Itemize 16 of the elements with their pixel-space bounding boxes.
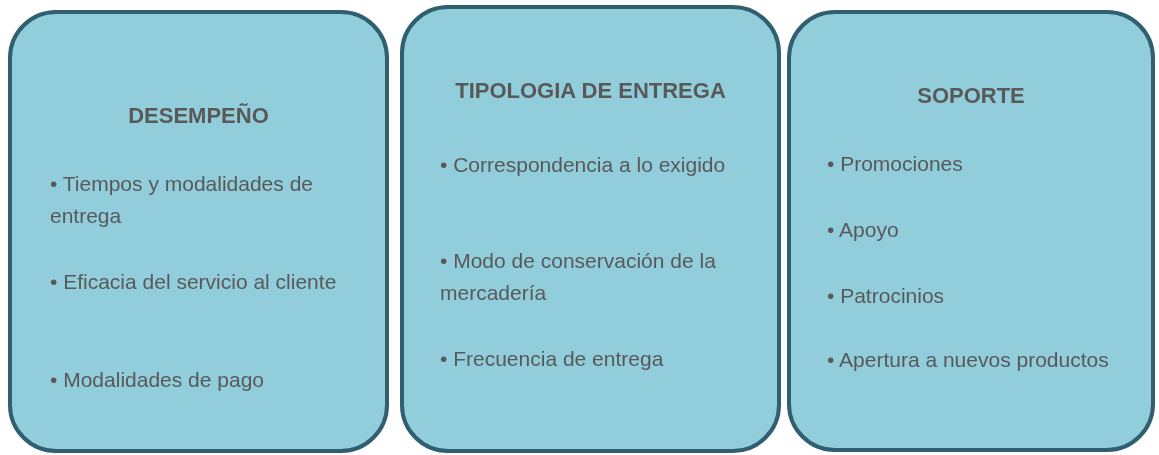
card-heading: TIPOLOGIA DE ENTREGA [454, 77, 727, 105]
bullet-item: • Patrocinios [827, 283, 946, 309]
category-card [8, 10, 389, 453]
bullet-item: • Tiempos y modalidades de entrega [50, 171, 314, 229]
bullet-item: • Apertura a nuevos productos [827, 347, 1110, 373]
bullet-item: • Promociones [827, 151, 964, 177]
category-card [400, 5, 781, 453]
category-card [787, 10, 1155, 452]
bullet-item: • Frecuencia de entrega [440, 346, 665, 372]
bullet-item: • Correspondencia a lo exigido [440, 152, 727, 178]
bullet-item: • Apoyo [827, 217, 900, 243]
card-heading: SOPORTE [916, 82, 1026, 110]
bullet-item: • Modalidades de pago [50, 367, 265, 393]
card-heading: DESEMPEÑO [127, 102, 270, 130]
bullet-item: • Eficacia del servicio al cliente [50, 269, 338, 295]
bullet-item: • Modo de conservación de la mercadería [440, 248, 717, 306]
